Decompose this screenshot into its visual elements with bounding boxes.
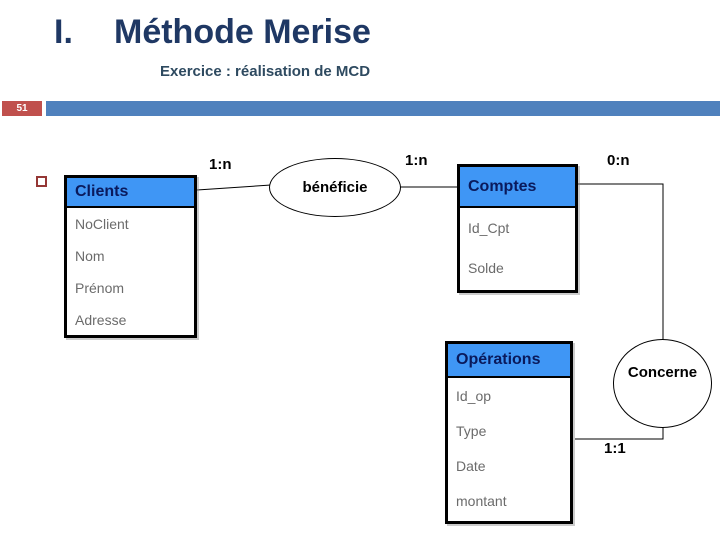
- entity-clients-header: Clients: [67, 178, 194, 208]
- slide-number-badge: 51: [2, 101, 42, 116]
- header-bar: [46, 101, 720, 116]
- relation-beneficie: bénéficie: [269, 158, 401, 217]
- entity-clients: Clients NoClient Nom Prénom Adresse: [64, 175, 197, 338]
- relation-concerne: Concerne: [613, 339, 712, 428]
- entity-comptes: Comptes Id_Cpt Solde: [457, 164, 578, 293]
- line-clients-beneficie: [196, 184, 272, 191]
- entity-operations: Opérations Id_op Type Date montant: [445, 341, 573, 524]
- line-comptes-concerne: [577, 183, 664, 341]
- entity-attribute: Type: [456, 422, 487, 439]
- square-bullet-icon: [36, 176, 47, 187]
- entity-attribute: NoClient: [75, 216, 129, 232]
- entity-attribute: Id_op: [456, 387, 492, 404]
- entity-operations-header: Opérations: [448, 344, 570, 378]
- title-numeral: I.: [54, 13, 73, 51]
- entity-attribute: Date: [456, 457, 486, 474]
- entity-attribute: Solde: [468, 260, 504, 276]
- entity-attribute: montant: [456, 492, 507, 509]
- entity-comptes-header: Comptes: [460, 167, 575, 208]
- cardinality-beneficie-comptes: 1:n: [405, 152, 428, 169]
- cardinality-comptes-concerne: 0:n: [607, 152, 630, 169]
- entity-attribute: Nom: [75, 248, 105, 264]
- cardinality-clients-beneficie: 1:n: [209, 156, 232, 173]
- cardinality-operations-concerne: 1:1: [604, 440, 626, 457]
- page-subtitle: Exercice : réalisation de MCD: [160, 63, 371, 80]
- page-title: I. Méthode Merise: [54, 13, 371, 52]
- entity-attribute: Prénom: [75, 280, 125, 296]
- title-text: Méthode Merise: [114, 13, 371, 51]
- entity-attribute: Adresse: [75, 312, 127, 328]
- entity-attribute: Id_Cpt: [468, 220, 510, 236]
- line-operations-concerne: [575, 426, 664, 440]
